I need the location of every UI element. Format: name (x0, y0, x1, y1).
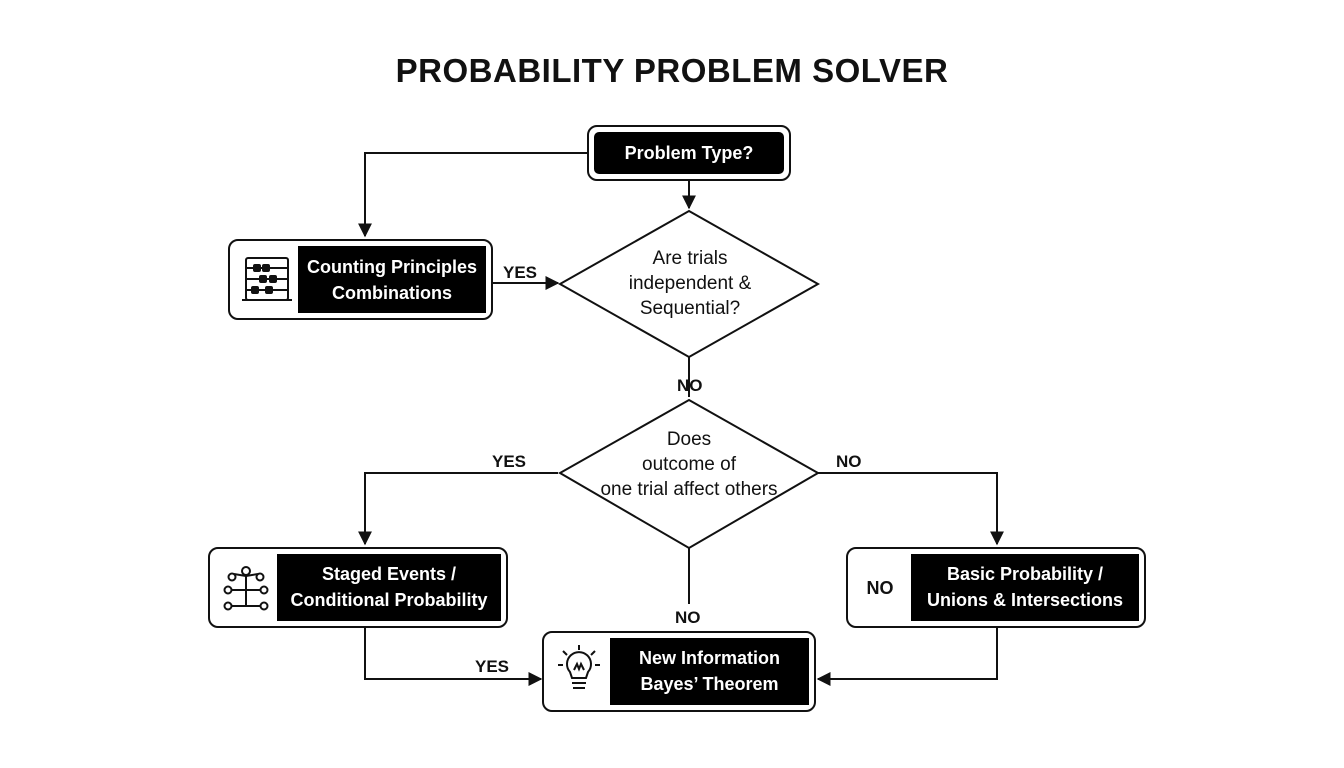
node-bayes-theorem (542, 631, 816, 712)
connectors (358, 152, 1004, 686)
counting-line: Counting Principles (306, 257, 477, 277)
counting-node-text: Counting Principles Combinations (298, 254, 486, 306)
edge-decision2-to-staged (358, 472, 558, 546)
edge-label-d1-yes: YES (503, 263, 538, 282)
decision1-line: Sequential? (639, 298, 741, 319)
decision2-line: Does (666, 429, 712, 450)
basic-line: Unions & Intersections (926, 590, 1124, 610)
staged-line: Staged Events / (321, 564, 457, 584)
basic-node-text: Basic Probability / Unions & Intersectio… (911, 561, 1139, 613)
edge-staged-to-bayes (364, 627, 543, 686)
decision1-line: independent & (628, 273, 752, 294)
edge-start-to-counting (358, 152, 588, 238)
node-basic-probability (846, 547, 1146, 628)
start-node-label: Problem Type? (624, 143, 754, 163)
basic-line: Basic Probability / (946, 564, 1104, 584)
staged-line: Conditional Probability (290, 590, 488, 610)
lightbulb-icon (558, 645, 600, 689)
edge-label-d1-no: NO (677, 376, 703, 395)
node-counting (228, 239, 493, 320)
edge-label-staged-yes: YES (475, 657, 510, 676)
decision2-line: one trial affect others (600, 479, 778, 500)
decision-outcome-affects-others (557, 398, 821, 550)
bayes-line: New Information (638, 648, 780, 668)
edge-basic-to-bayes (816, 627, 998, 686)
edge-label-d2-yes: YES (492, 452, 527, 471)
start-node (587, 125, 791, 181)
bayes-line: Bayes’ Theorem (640, 674, 779, 694)
edge-decision2-to-basic (818, 472, 1004, 546)
staged-node-text: Staged Events / Conditional Probability (277, 561, 501, 613)
edge-label-d2-no: NO (836, 452, 862, 471)
decision-independent-sequential (557, 209, 821, 359)
bayes-node-text: New Information Bayes’ Theorem (610, 645, 809, 697)
node-staged-events (208, 547, 508, 628)
decision1-text: Are trials independent & Sequential? (590, 246, 790, 321)
abacus-icon (242, 257, 292, 301)
tree-diagram-icon (223, 566, 269, 611)
decision2-text: Does outcome of one trial affect others (570, 427, 808, 502)
page-title: PROBABILITY PROBLEM SOLVER (395, 52, 949, 89)
decision2-line: outcome of (642, 454, 736, 475)
decision1-line: Are trials (652, 248, 728, 269)
edge-label-d2-down-no: NO (675, 608, 701, 627)
basic-node-side-label: NO (866, 578, 894, 598)
counting-line: Combinations (332, 283, 452, 303)
